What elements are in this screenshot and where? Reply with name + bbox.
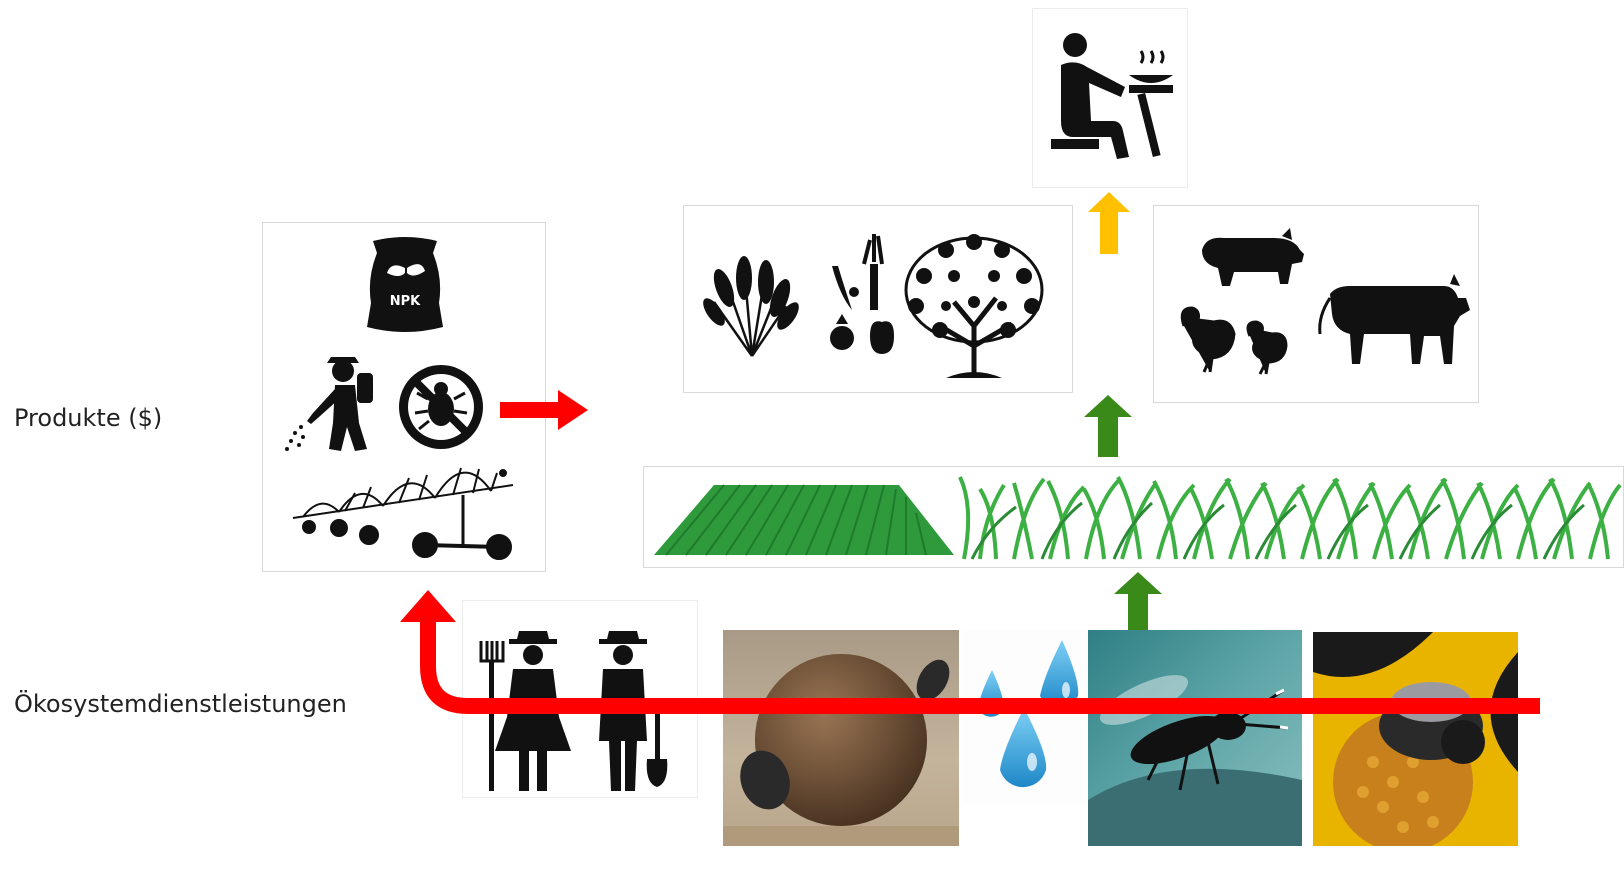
person-eating-icon xyxy=(1051,33,1173,159)
cow-icon xyxy=(1318,274,1470,364)
consumer-box xyxy=(1032,8,1188,188)
fertilizer-bag-icon: NPK xyxy=(367,237,443,332)
inputs-panel: NPK xyxy=(262,222,546,572)
crops-to-consumer-arrow xyxy=(1088,192,1130,254)
crops-box xyxy=(683,205,1073,393)
parasitoid-wasp-photo xyxy=(1088,630,1302,846)
vegetables-icon xyxy=(830,234,894,354)
field-to-crops-arrow xyxy=(1084,395,1132,457)
wheat-icon xyxy=(703,256,799,357)
pig-icon xyxy=(1202,228,1304,286)
irrigation-pivot-icon xyxy=(292,467,514,560)
no-pests-icon xyxy=(399,365,483,449)
inputs-to-crops-arrow xyxy=(500,390,588,430)
water-drops-box xyxy=(962,630,1090,805)
ecosystem-services-label: Ökosystemdienstleistungen xyxy=(14,690,347,718)
fertilizer-bag-label: NPK xyxy=(390,294,421,309)
services-to-field-arrow xyxy=(1114,572,1162,634)
products-label: Produkte ($) xyxy=(14,404,163,432)
crop-field-icon xyxy=(654,484,954,556)
fruit-tree-icon xyxy=(904,234,1044,378)
livestock-box xyxy=(1153,205,1479,403)
dung-beetle-photo xyxy=(723,630,959,846)
grass-row-icon xyxy=(958,476,1622,560)
chickens-icon xyxy=(1180,306,1288,375)
field-box xyxy=(643,466,1624,568)
pesticide-sprayer-icon xyxy=(285,357,373,451)
